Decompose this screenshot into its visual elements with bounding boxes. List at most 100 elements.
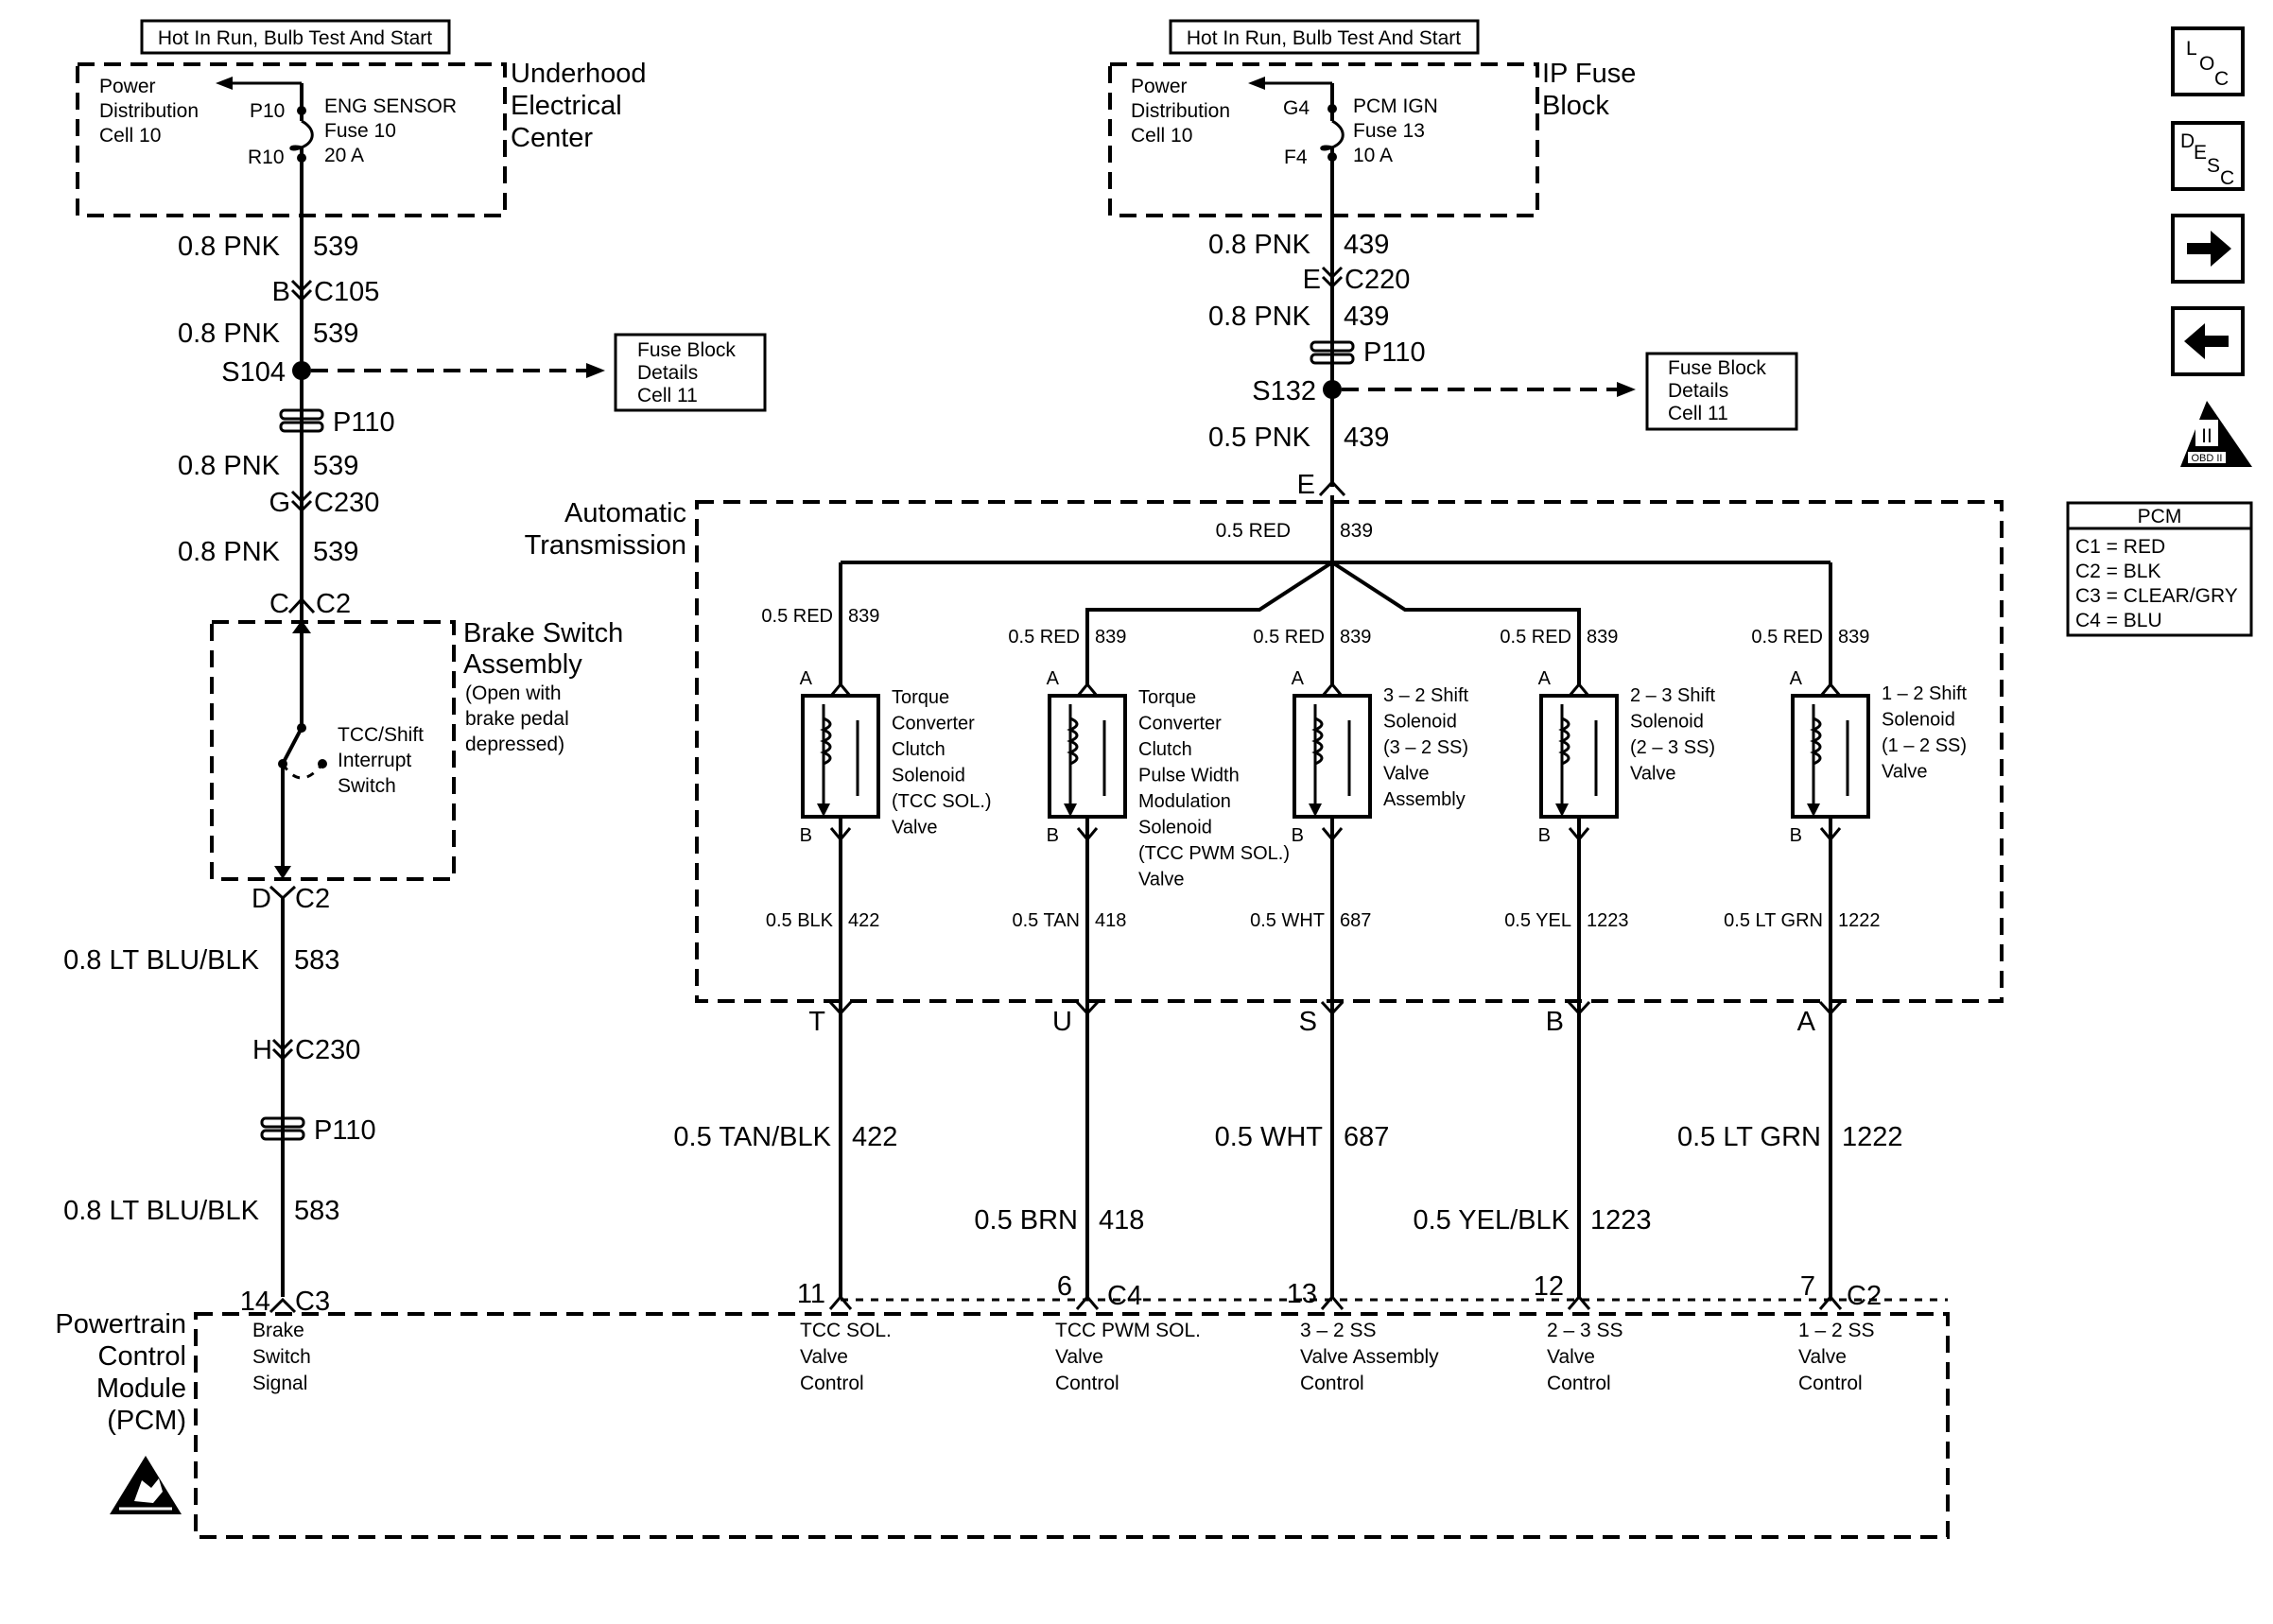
pcm-input-label: Valve (800, 1346, 848, 1368)
brake-w5-wire: 0.8 LT BLU/BLK (63, 945, 260, 976)
solenoid-out-num: 1222 (1838, 910, 1881, 931)
pcm-c3-label: C3 (295, 1287, 330, 1317)
trans-connector-pin: T (808, 1007, 825, 1037)
brake-title-2: Assembly (463, 649, 582, 680)
solenoid-pin-a-connector (1568, 682, 1590, 697)
left-fuse-2: Fuse 10 (324, 120, 396, 142)
brake-title-1: Brake Switch (463, 618, 623, 648)
c105-connector (290, 279, 313, 302)
solenoid-arrow (1309, 803, 1322, 817)
solenoid-label-line: Valve (1630, 764, 1676, 785)
switch-label-2: Interrupt (338, 750, 411, 771)
left-fuse-3: 20 A (324, 145, 364, 166)
location-button[interactable]: L O C (2171, 26, 2245, 96)
pcm-c3-connector (269, 1297, 297, 1314)
left-fuse-ref-1: Fuse Block (637, 339, 736, 361)
ip-title-2: Block (1542, 91, 1609, 121)
solenoid-out-wire: 0.5 LT GRN (1724, 910, 1823, 931)
ip-fuse-block-box (1108, 62, 1539, 217)
solenoid-label-line: 2 – 3 Shift (1630, 685, 1716, 706)
right-p110-top (1310, 340, 1355, 353)
solenoid-label-line: Torque (1138, 687, 1196, 708)
solenoid-coil (820, 717, 832, 766)
s132-splice (1323, 380, 1342, 399)
pcm-legend-box (2066, 501, 2253, 637)
solenoid-label-line: Solenoid (1882, 710, 1955, 731)
pcm-brake-label-3: Signal (252, 1373, 307, 1394)
pcm-pin-number: 12 (1534, 1271, 1564, 1302)
harness-wire: 0.5 YEL/BLK (1413, 1205, 1570, 1235)
brake-c230-label: C230 (295, 1035, 360, 1065)
pcm-legend-c3: C3 = CLEAR/GRY (2075, 585, 2238, 607)
solenoid-out-wire: 0.5 BLK (766, 910, 834, 931)
solenoid-label-line: Converter (892, 714, 975, 734)
obd-label: OBD II (2191, 453, 2222, 464)
right-w2-wire: 0.8 PNK (1208, 302, 1311, 332)
solenoid-coil (1311, 717, 1324, 766)
previous-page-button[interactable] (2171, 306, 2245, 376)
trans-feed-num: 839 (1340, 520, 1373, 542)
pcm-title-2: Control (98, 1341, 187, 1372)
left-fuse-1: ENG SENSOR (324, 95, 457, 117)
solenoid-label-line: Valve (1882, 762, 1928, 783)
left-pdc-2: Distribution (99, 100, 199, 122)
solenoid-out-num: 687 (1340, 910, 1371, 931)
brake-c2-top-label: C2 (316, 589, 351, 619)
pcm-pin-connector (1320, 1294, 1345, 1310)
pcm-input-label: TCC PWM SOL. (1055, 1320, 1201, 1341)
pcm-title-1: Powertrain (55, 1309, 186, 1339)
right-fuse-2: Fuse 13 (1353, 120, 1425, 142)
left-p110-bottom (279, 421, 324, 433)
brake-note-2: brake pedal (465, 708, 569, 730)
obd-ii-button[interactable]: II OBD II (2180, 401, 2252, 467)
brake-c2-bottom-pin: D (252, 884, 271, 914)
brake-w6-num: 583 (294, 1196, 339, 1226)
harness-wire: 0.5 TAN/BLK (673, 1122, 831, 1152)
solenoid-pin-a-connector (1076, 682, 1099, 697)
brake-c230-pin: H (252, 1035, 272, 1065)
left-c230-label: C230 (314, 488, 379, 518)
pcm-legend-title: PCM (2138, 506, 2182, 527)
left-main-circuit: 0.8 PNK 539 B C105 0.8 PNK 539 S104 Fuse… (178, 159, 767, 622)
solenoid-label-line: (3 – 2 SS) (1383, 737, 1468, 758)
solenoid-label-line: Modulation (1138, 791, 1231, 812)
solenoid-label-line: Torque (892, 687, 949, 708)
solenoid-label-line: Valve (1383, 764, 1430, 785)
left-pin-r10: R10 (248, 147, 285, 168)
right-pin-f4: F4 (1284, 147, 1308, 168)
description-button[interactable]: D E S C (2171, 121, 2245, 191)
pcm-legend-c2: C2 = BLK (2075, 561, 2160, 582)
solenoid-body (1048, 694, 1127, 819)
solenoid-body (1293, 694, 1372, 819)
next-page-button[interactable] (2171, 214, 2245, 284)
right-fuse-block-ref-box[interactable] (1645, 352, 1798, 431)
harness-wire: 0.5 BRN (974, 1205, 1078, 1235)
pcm-module: Powertrain Control Module (PCM) C4 C2 Br… (55, 1281, 1950, 1539)
pcm-input-label: Control (1798, 1373, 1863, 1394)
solenoid-pin-b: B (1292, 825, 1304, 846)
harness-num: 687 (1344, 1122, 1389, 1152)
pcm-box (194, 1312, 1950, 1539)
solenoid-pin-a-connector (829, 682, 852, 697)
solenoid-feed-num: 839 (1838, 627, 1869, 648)
solenoid-pin-a: A (1790, 668, 1803, 689)
solenoid-coil (1810, 717, 1822, 766)
solenoid-label-line: (TCC SOL.) (892, 791, 992, 812)
left-pdc-3: Cell 10 (99, 125, 161, 147)
pcm-pin-connector (1075, 1294, 1100, 1310)
trans-connector-pin: B (1546, 1007, 1564, 1037)
switch-label-1: TCC/Shift (338, 724, 424, 746)
desc-s: S (2207, 155, 2220, 177)
trans-connector (1567, 1000, 1591, 1016)
solenoid-pin-a: A (1292, 668, 1305, 689)
solenoid-pin-a: A (1538, 668, 1552, 689)
solenoid-label-line: Clutch (892, 739, 946, 760)
solenoid-arrow (1807, 803, 1820, 817)
left-fuse-block-ref-box[interactable] (614, 333, 767, 412)
trans-connector (1818, 1000, 1843, 1016)
desc-d: D (2180, 130, 2195, 152)
c220-connector (1321, 266, 1344, 289)
trans-connector (1075, 1000, 1100, 1016)
